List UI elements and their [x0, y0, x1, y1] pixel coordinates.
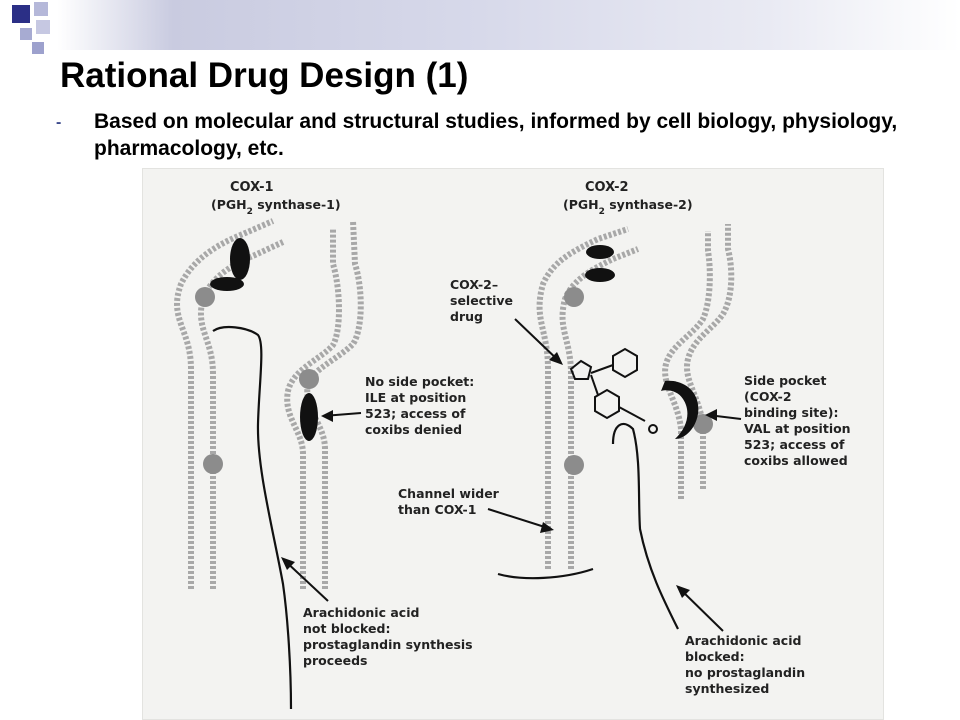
arrowhead	[549, 352, 563, 365]
square-light	[32, 42, 44, 54]
cox1-residue-grey	[299, 369, 319, 389]
square-light	[34, 2, 48, 16]
arrowhead	[321, 410, 333, 422]
bullet-marker: -	[56, 114, 62, 131]
cox1-residue-dark	[230, 238, 250, 280]
drug-bond	[590, 374, 599, 396]
slide-title: Rational Drug Design (1)	[60, 56, 469, 95]
cox2-header: COX-2 (PGH2 synthase-2)	[563, 180, 693, 217]
cox2-val523-side-pocket	[661, 380, 699, 439]
cox2-right-wall-inner	[662, 231, 713, 499]
cox2-pocket-text: Side pocket (COX-2 binding site): VAL at…	[744, 373, 855, 468]
drug-ring	[594, 388, 620, 420]
cox1-right-wall-inner	[284, 229, 342, 589]
cox2-selective-drug-molecule	[569, 347, 658, 434]
square-light	[36, 20, 50, 34]
cox2-residue-dark	[585, 268, 615, 282]
cox1-residue-grey	[203, 454, 223, 474]
cox1-header: COX-1 (PGH2 synthase-1)	[211, 180, 341, 217]
cox2-channel-text: Channel wider than COX-1	[398, 486, 503, 517]
cox1-residues	[195, 238, 319, 474]
cox1-arachidonic-acid-strand	[212, 325, 293, 710]
cox1-residue-grey	[195, 287, 215, 307]
square-light	[20, 28, 32, 40]
cox2-residue-grey	[564, 455, 584, 475]
cox2-enzyme-channel	[536, 224, 735, 569]
cox1-left-wall-outer	[174, 218, 275, 589]
cox1-residue-dark	[210, 277, 244, 291]
drug-ring	[612, 347, 638, 379]
drug-ring	[569, 359, 593, 380]
cox1-enzyme-channel	[174, 218, 364, 589]
cox2-drug-text: COX-2– selective drug	[450, 277, 517, 324]
arrowhead	[540, 522, 554, 533]
cox2-channel-strand	[497, 567, 594, 580]
cox1-right-wall-outer	[304, 220, 364, 589]
cox2-arachidonic-acid-strand	[611, 422, 679, 630]
cox2-pocket-note: Side pocket (COX-2 binding site): VAL at…	[705, 373, 855, 468]
cox1-ile523-residue	[300, 393, 318, 441]
cox1-title: COX-1	[230, 180, 274, 195]
cox2-acid-note: Arachidonic acid blocked: no prostagland…	[676, 585, 809, 696]
cox1-pocket-note: No side pocket: ILE at position 523; acc…	[321, 374, 479, 437]
arrow-line	[487, 508, 552, 530]
arrowhead	[676, 585, 690, 598]
cox2-residues	[564, 245, 713, 475]
corner-squares-decoration	[0, 0, 80, 60]
cox2-residue-grey	[693, 414, 713, 434]
drug-bond	[618, 406, 646, 422]
cox-diagram-svg: COX-1 (PGH2 synthase-1) COX-2 (PGH2 synt…	[174, 180, 855, 710]
cox1-acid-text: Arachidonic acid not blocked: prostaglan…	[303, 605, 477, 668]
cox2-subtitle: (PGH2 synthase-2)	[563, 197, 693, 217]
cox1-pocket-text: No side pocket: ILE at position 523; acc…	[365, 374, 479, 437]
cox2-drug-note: COX-2– selective drug	[450, 277, 563, 365]
cox-diagram: COX-1 (PGH2 synthase-1) COX-2 (PGH2 synt…	[142, 168, 884, 720]
header-band	[0, 0, 960, 50]
cox2-title: COX-2	[585, 180, 629, 195]
bullet-item: - Based on molecular and structural stud…	[56, 108, 916, 162]
drug-atom	[648, 424, 658, 434]
bullet-text: Based on molecular and structural studie…	[94, 110, 898, 160]
cox2-left-wall-outer	[536, 226, 629, 569]
arrow-line	[514, 318, 562, 364]
cox1-subtitle: (PGH2 synthase-1)	[211, 197, 341, 217]
cox1-acid-note: Arachidonic acid not blocked: prostaglan…	[281, 557, 477, 668]
arrowhead	[705, 409, 717, 421]
drug-bond	[590, 364, 614, 374]
cox2-acid-text: Arachidonic acid blocked: no prostagland…	[685, 633, 809, 696]
cox2-residue-grey	[564, 287, 584, 307]
arrowhead	[281, 557, 295, 570]
square-dark-top-left	[12, 5, 30, 23]
cox2-channel-note: Channel wider than COX-1	[398, 486, 554, 533]
cox2-residue-dark	[586, 245, 614, 259]
